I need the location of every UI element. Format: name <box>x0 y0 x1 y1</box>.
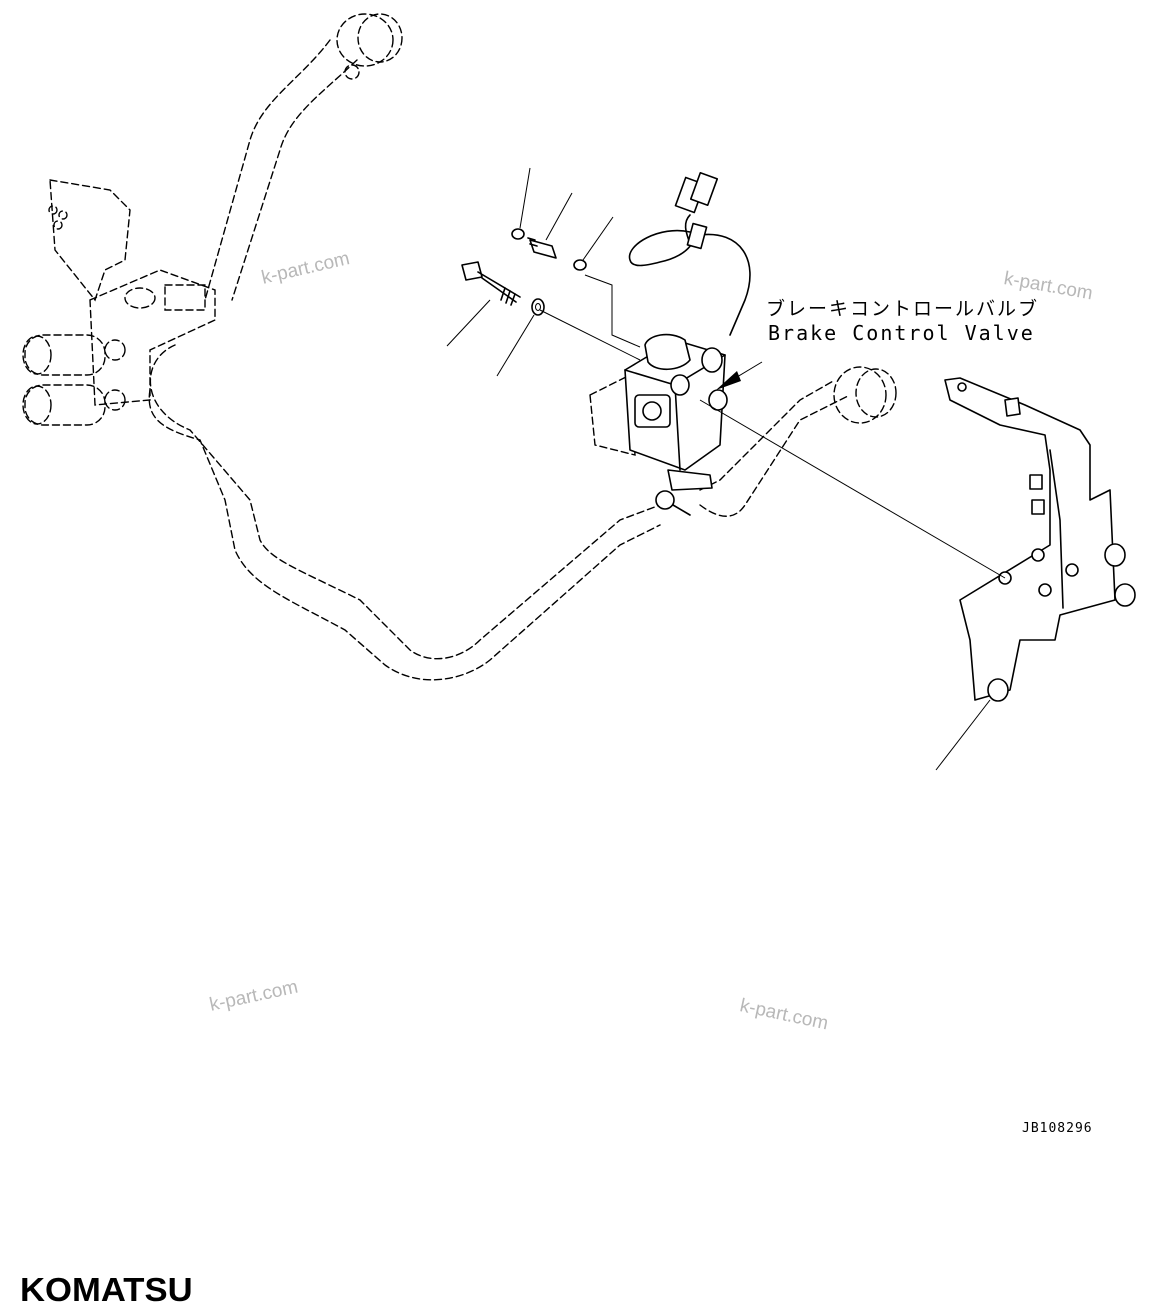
loose-parts <box>461 228 587 316</box>
drawing-number: JB108296 <box>1022 1121 1093 1136</box>
brake-control-valve <box>589 333 728 516</box>
dashed-pipe-assembly <box>22 13 897 681</box>
komatsu-logo: KOMATSU <box>20 1271 193 1308</box>
sensor-harness <box>628 171 751 336</box>
part-label-japanese: ブレーキコントロールバルブ <box>766 298 1040 320</box>
leader-lines <box>446 167 1006 771</box>
mounting-bracket <box>944 377 1136 702</box>
part-label-english: Brake Control Valve <box>768 321 1035 345</box>
